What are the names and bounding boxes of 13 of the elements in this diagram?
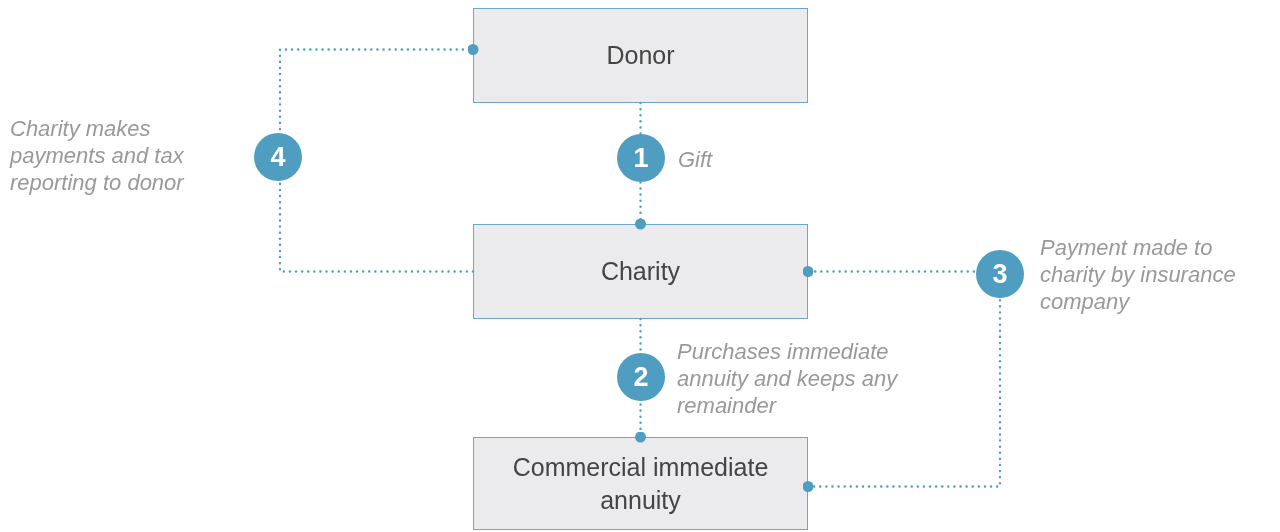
step-number-badge: 3: [976, 250, 1024, 298]
step-number-badge: 2: [617, 353, 665, 401]
step-description: Gift: [678, 146, 714, 173]
process-box: Commercial immediate annuity: [473, 437, 808, 530]
step-description: Payment made to charity by insurance company: [1040, 234, 1237, 315]
step-description: Purchases immediate annuity and keeps any remainder: [677, 338, 899, 419]
step-number-badge: 1: [617, 134, 665, 182]
dotted-connector: [278, 44, 479, 273]
step-description: Charity makes payments and tax reporting to donor: [10, 115, 186, 196]
process-box: Donor: [473, 8, 808, 103]
dotted-connector: [802, 266, 1002, 492]
process-box: Charity: [473, 224, 808, 319]
step-number-badge: 4: [254, 133, 302, 181]
